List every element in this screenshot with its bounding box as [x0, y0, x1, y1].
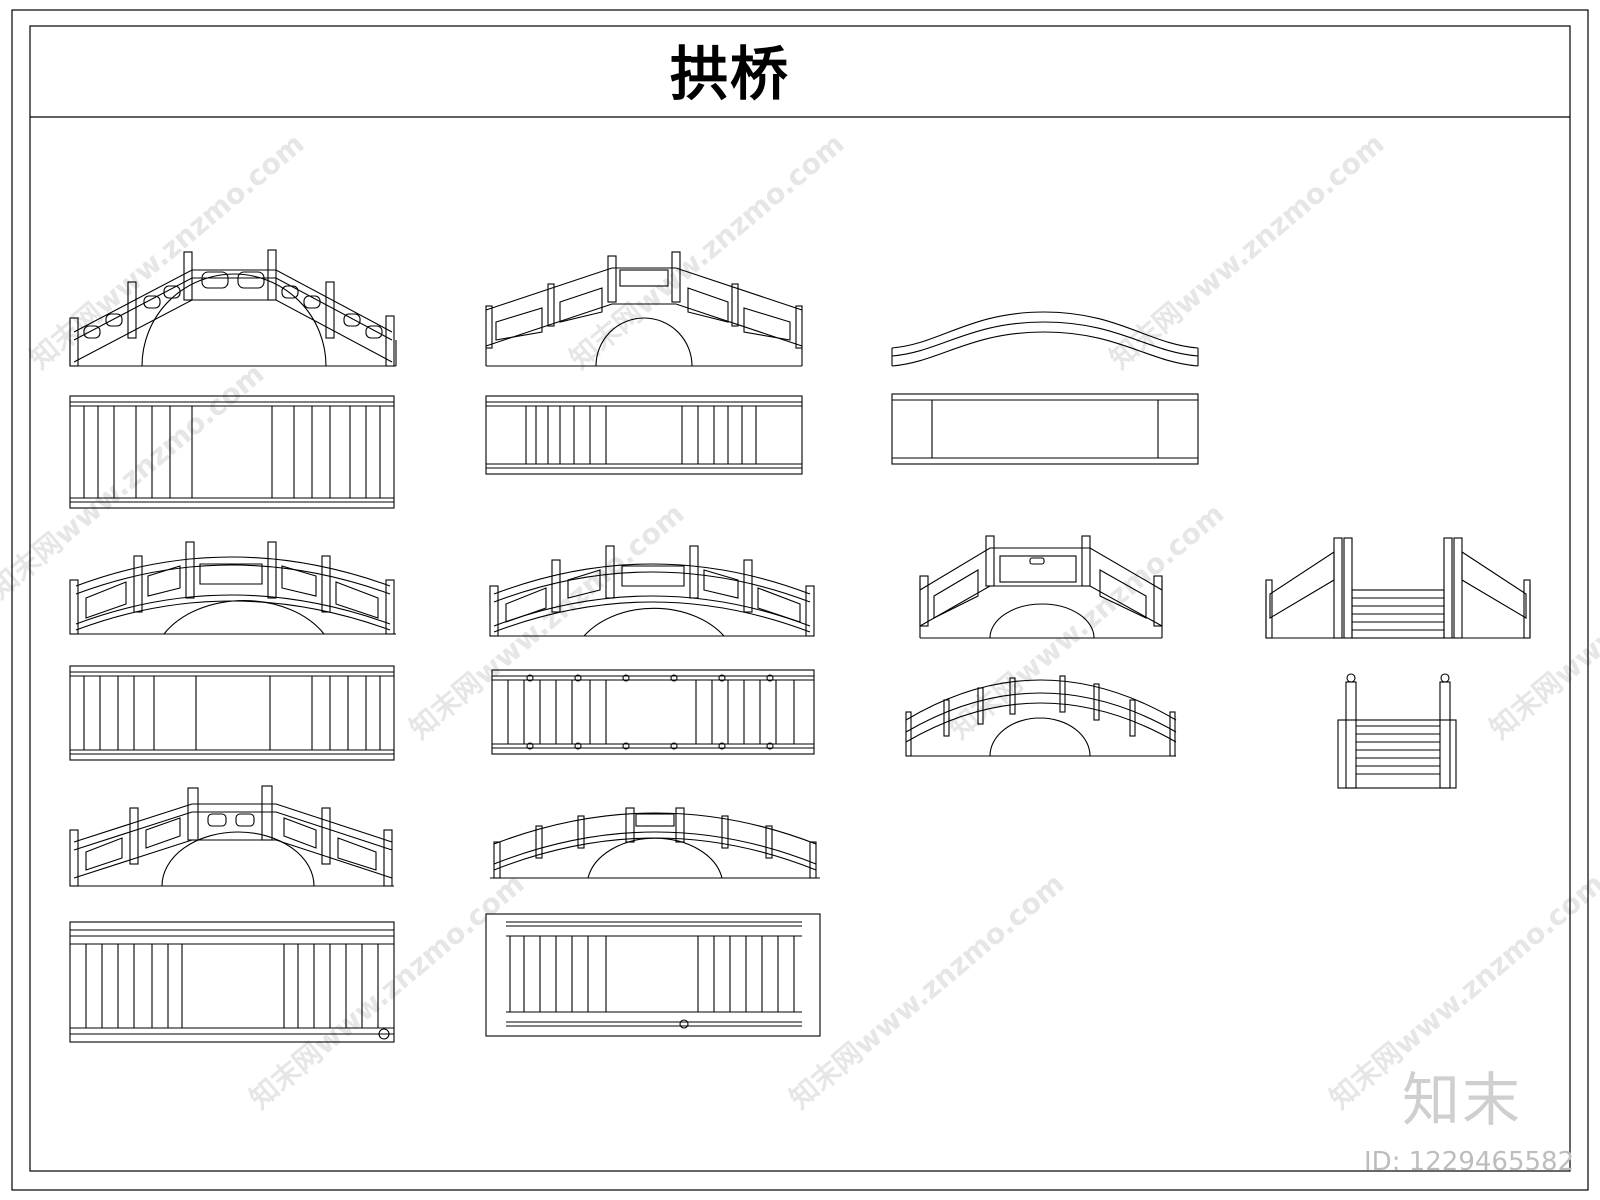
bridge-1-plan: [69, 395, 395, 509]
drawing-id-label: ID: 1229465582: [1364, 1147, 1575, 1177]
bridge-8-plan: [69, 921, 395, 1043]
bridge-8-elevation: [69, 785, 394, 887]
bridge-2-elevation: [485, 251, 803, 367]
bridge-10-elevation: [905, 675, 1177, 757]
watermark-logo: 知末: [1402, 1066, 1523, 1134]
bridge-6-elevation: [919, 535, 1163, 639]
watermark-text: 知末网www.znzmo.com: [403, 497, 690, 745]
bridge-4-plan: [69, 665, 395, 761]
bridge-4-elevation: [69, 541, 396, 635]
watermark-text: 知末网www.znzmo.com: [783, 867, 1070, 1115]
bridge-1-elevation: [69, 249, 397, 367]
watermark-text: 知末网www.znzmo.com: [1483, 497, 1600, 745]
bridge-9-plan: [485, 913, 821, 1037]
watermark-text: 知末网www.znzmo.com: [243, 867, 530, 1115]
sheet-frame: [11, 9, 1589, 1191]
watermark-text: 知末网www.znzmo.com: [1103, 127, 1390, 375]
bridge-2-plan: [485, 395, 803, 475]
bridge-7-elevation: [1265, 537, 1531, 639]
watermark-text: 知末网www.znzmo.com: [23, 127, 310, 375]
page-title: 拱桥: [669, 40, 790, 108]
stair-bridge-side: [1337, 673, 1457, 789]
bridge-5-plan: [491, 669, 815, 755]
bridge-3-plan: [891, 393, 1199, 465]
bridge-9-elevation: [490, 807, 820, 879]
bridge-5-elevation: [489, 545, 815, 637]
bridge-3-elevation: [891, 311, 1199, 367]
watermark-text: 知末网www.znzmo.com: [563, 127, 850, 375]
